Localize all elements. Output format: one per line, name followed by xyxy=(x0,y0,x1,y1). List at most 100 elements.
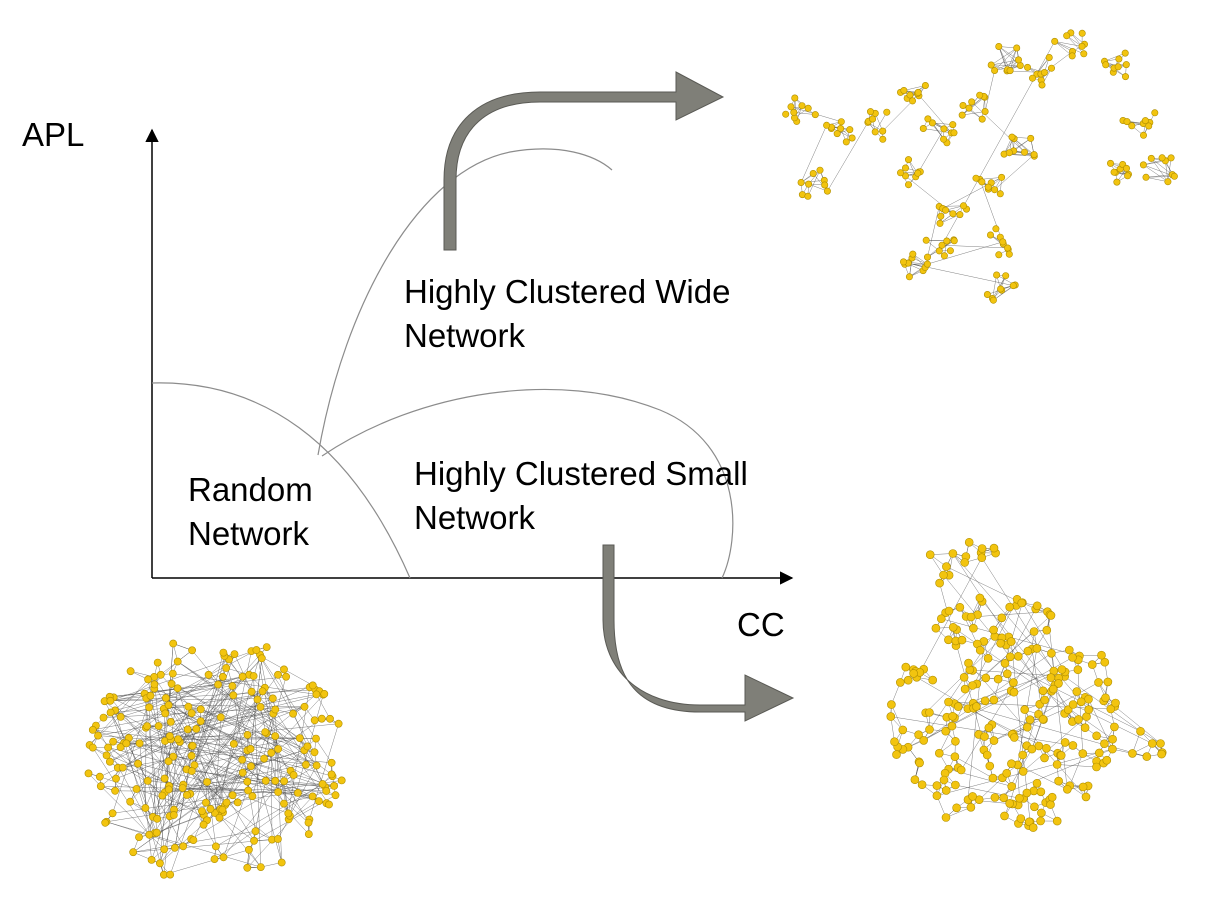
graph-edge xyxy=(1066,35,1084,54)
graph-node xyxy=(996,190,1004,198)
graph-node xyxy=(165,732,174,740)
graph-node xyxy=(160,774,169,783)
graph-edge xyxy=(941,244,1008,249)
graph-node xyxy=(917,780,927,790)
graph-edge xyxy=(998,46,1008,70)
graph-edge xyxy=(256,649,315,753)
graph-node xyxy=(1038,81,1046,89)
graph-edge xyxy=(92,709,201,731)
graph-edge xyxy=(160,674,309,835)
graph-edge xyxy=(927,241,1003,265)
graph-node xyxy=(1122,73,1130,81)
graph-edge xyxy=(992,274,997,299)
graph-node xyxy=(258,687,267,696)
graph-node xyxy=(164,757,173,766)
graph-edge xyxy=(1003,748,1033,798)
graph-node xyxy=(984,723,994,733)
graph-edge xyxy=(103,706,305,718)
graph-edge xyxy=(182,787,327,792)
graph-node xyxy=(922,236,930,244)
graph-node xyxy=(809,170,817,178)
graph-edge xyxy=(147,780,313,797)
graph-node xyxy=(782,110,790,118)
graph-node xyxy=(280,777,288,786)
graph-node xyxy=(1018,767,1028,776)
graph-node xyxy=(310,748,319,757)
graph-edge xyxy=(916,677,1014,735)
graph-node xyxy=(890,737,899,747)
graph-node xyxy=(987,61,995,69)
graph-node xyxy=(1094,678,1103,687)
graph-node xyxy=(126,667,135,676)
graph-node xyxy=(944,697,953,707)
graph-node xyxy=(960,684,970,694)
wide-network-label: Highly Clustered Wide Network xyxy=(404,270,730,358)
graph-node xyxy=(996,638,1005,648)
graph-node xyxy=(249,672,258,680)
graph-edge xyxy=(172,673,317,695)
graph-node xyxy=(1042,743,1051,753)
graph-node xyxy=(984,183,992,191)
graph-edge xyxy=(993,602,1023,700)
graph-node xyxy=(1005,799,1015,808)
graph-node xyxy=(228,791,237,800)
graph-node xyxy=(949,210,957,218)
graph-node xyxy=(980,732,989,741)
graph-node xyxy=(879,135,887,143)
graph-node xyxy=(243,777,252,786)
graph-edge xyxy=(874,112,888,133)
graph-node xyxy=(914,169,922,177)
graph-node xyxy=(1006,67,1014,75)
graph-node xyxy=(909,250,917,258)
graph-node xyxy=(1032,644,1042,653)
graph-node xyxy=(821,181,829,189)
graph-node xyxy=(109,737,117,746)
graph-edge xyxy=(156,808,221,833)
graph-node xyxy=(192,725,201,733)
graph-node xyxy=(1102,61,1110,69)
graph-node xyxy=(1073,665,1083,675)
graph-node xyxy=(1006,637,1016,646)
graph-node xyxy=(1114,63,1122,71)
graph-node xyxy=(1158,154,1166,162)
graph-node xyxy=(1032,601,1042,611)
graph-node xyxy=(244,786,252,795)
graph-edge xyxy=(207,781,335,787)
graph-node xyxy=(314,797,323,805)
graph-edge xyxy=(115,676,243,711)
graph-node xyxy=(936,219,944,227)
graph-node xyxy=(122,739,131,748)
graph-node xyxy=(993,271,1001,279)
graph-node xyxy=(1110,722,1119,732)
graph-node xyxy=(129,848,138,857)
graph-node xyxy=(301,760,310,769)
graph-node xyxy=(1020,705,1029,714)
graph-node xyxy=(997,613,1007,623)
graph-node xyxy=(1040,695,1049,705)
graph-node xyxy=(156,670,165,679)
graph-edge xyxy=(247,796,313,868)
graph-node xyxy=(969,623,978,633)
graph-node xyxy=(798,102,806,110)
graph-node xyxy=(1056,751,1066,760)
graph-edge xyxy=(120,653,235,748)
graph-node xyxy=(997,285,1005,293)
graph-edge xyxy=(984,70,995,112)
graph-node xyxy=(201,798,210,807)
graph-node xyxy=(1167,154,1175,162)
graph-edge xyxy=(927,206,940,258)
graph-node xyxy=(104,743,112,752)
graph-node xyxy=(1015,793,1024,803)
graph-node xyxy=(948,622,958,632)
graph-node xyxy=(804,104,812,112)
graph-edge xyxy=(1047,611,1068,790)
graph-edge xyxy=(994,59,1019,71)
graph-node xyxy=(950,752,960,762)
graph-node xyxy=(977,553,987,563)
graph-node xyxy=(940,252,948,260)
graph-node xyxy=(1139,161,1147,169)
graph-node xyxy=(229,740,238,748)
graph-node xyxy=(983,653,993,663)
graph-node xyxy=(1029,74,1037,82)
graph-node xyxy=(112,774,120,783)
